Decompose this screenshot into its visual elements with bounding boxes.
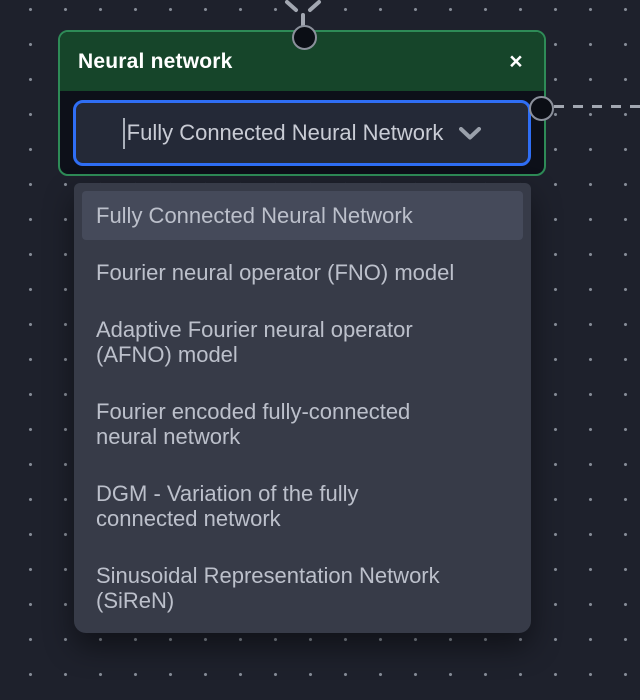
dropdown-option[interactable]: DGM - Variation of the fully connected n… xyxy=(96,481,359,531)
text-caret xyxy=(122,117,125,149)
dropdown-option[interactable]: Fourier neural operator (FNO) model xyxy=(96,260,455,285)
node-neural-network[interactable]: Neural network × Fully Connected Neural … xyxy=(58,25,554,176)
dropdown-option[interactable]: Fourier encoded fully-connected neural n… xyxy=(96,399,411,449)
chevron-down-icon[interactable] xyxy=(459,126,482,140)
edge-dashed-top xyxy=(285,0,321,27)
combobox-value: Fully Connected Neural Network xyxy=(126,120,444,145)
dropdown-option[interactable]: Fully Connected Neural Network xyxy=(82,191,523,240)
dropdown-option[interactable]: Sinusoidal Representation Network (SiReN… xyxy=(96,563,440,613)
output-handle-right[interactable] xyxy=(529,96,554,121)
dropdown-option[interactable]: Adaptive Fourier neural operator (AFNO) … xyxy=(96,317,413,367)
node-title: Neural network xyxy=(78,49,233,73)
network-type-combobox[interactable]: Fully Connected Neural Network xyxy=(73,100,531,166)
network-type-dropdown-menu: Fully Connected Neural Network Fourier n… xyxy=(74,183,531,633)
edge-dashed-right[interactable] xyxy=(554,105,640,108)
input-handle-top[interactable] xyxy=(292,25,317,50)
close-icon[interactable]: × xyxy=(509,48,523,74)
